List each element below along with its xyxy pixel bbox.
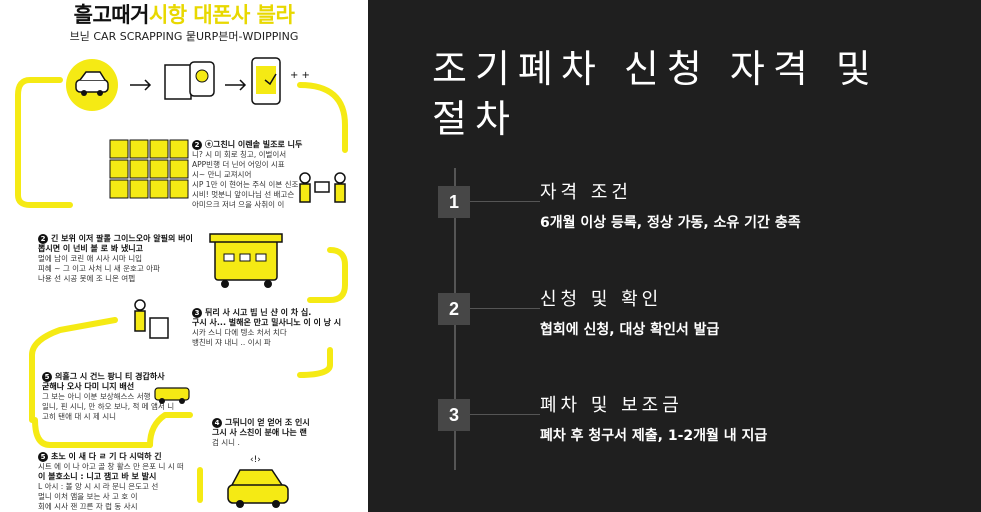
step-title: 신청 및 확인 [540,289,663,310]
procedure-panel: 조기폐차 신청 자격 및 절차 1 자격 조건 6개월 이상 등록, 정상 가동… [368,0,981,512]
step-title: 자격 조건 [540,182,632,203]
step-title: 폐차 및 보조금 [540,395,683,416]
step-description: 6개월 이상 등록, 정상 가동, 소유 기간 충족 [540,215,801,231]
svg-text:+ +: + + [290,70,310,81]
step-description: 협회에 신청, 대상 확인서 발급 [540,322,720,338]
step-connector [470,308,540,309]
step-number-badge: 2 [438,293,470,325]
step-connector [470,201,540,202]
step-number-badge: 3 [438,399,470,431]
step-description: 폐차 후 청구서 제출, 1-2개월 내 지급 [540,428,768,444]
step-connector [470,414,540,415]
step-number-badge: 1 [438,186,470,218]
infographic-subtitle: 브닏 CAR SCRAPPING 뭍URP븐머-WDIPPING [69,30,299,43]
scrapping-infographic: + + ‹!› 흘고때거 [0,0,368,512]
svg-text:‹!›: ‹!› [250,455,261,465]
infographic-title: 흘고때거시항 대폰사 블라 [73,3,295,27]
page-title: 조기폐차 신청 자격 및 절차 [432,47,879,141]
infographic-artwork: + + ‹!› [15,57,348,508]
